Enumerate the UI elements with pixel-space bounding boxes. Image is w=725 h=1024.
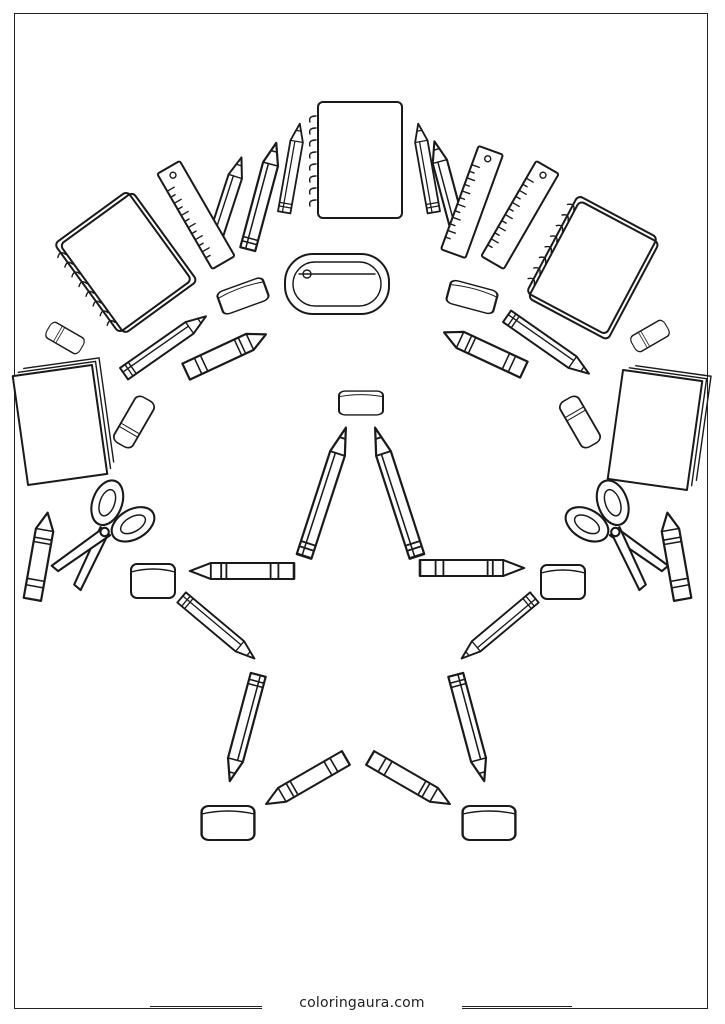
- glue-stick-icon: [556, 393, 604, 451]
- crayon-icon: [418, 558, 526, 578]
- pencil-icon: [447, 671, 493, 785]
- crayon-icon: [657, 510, 693, 602]
- eraser-icon: [130, 563, 176, 599]
- glue-stick-icon: [628, 317, 672, 355]
- glue-stick-icon: [43, 319, 87, 357]
- notebook-icon: [49, 187, 199, 341]
- pencil-icon: [239, 139, 285, 253]
- eraser-icon: [338, 390, 384, 416]
- paper-stack-icon: [10, 356, 117, 487]
- eraser-icon: [200, 804, 256, 842]
- pencil-icon: [176, 591, 260, 665]
- eraser-icon: [540, 564, 586, 600]
- crayon-icon: [181, 325, 271, 381]
- pencil-icon: [295, 424, 355, 560]
- footer-divider-right: [432, 1006, 572, 1007]
- crayon-icon: [365, 749, 455, 813]
- crayon-icon: [188, 561, 296, 581]
- notebook-icon: [519, 191, 663, 342]
- pencil-icon: [456, 591, 540, 665]
- eraser-icon: [444, 278, 500, 316]
- footer: coloringaura.com: [0, 994, 725, 1018]
- crayon-icon: [261, 749, 351, 813]
- glue-stick-icon: [110, 393, 158, 451]
- crayon-icon: [22, 510, 58, 602]
- footer-divider-left: [150, 1006, 275, 1007]
- paper-stack-icon: [606, 363, 713, 493]
- pencil-case-icon: [284, 253, 390, 315]
- pencil-icon: [366, 424, 426, 560]
- eraser-icon: [461, 804, 517, 842]
- eraser-icon: [215, 275, 271, 317]
- pencil-icon: [277, 121, 307, 215]
- site-credit: coloringaura.com: [262, 995, 462, 1011]
- notebook-icon: [308, 101, 403, 219]
- pencil-icon: [221, 671, 267, 785]
- crayon-icon: [439, 323, 529, 379]
